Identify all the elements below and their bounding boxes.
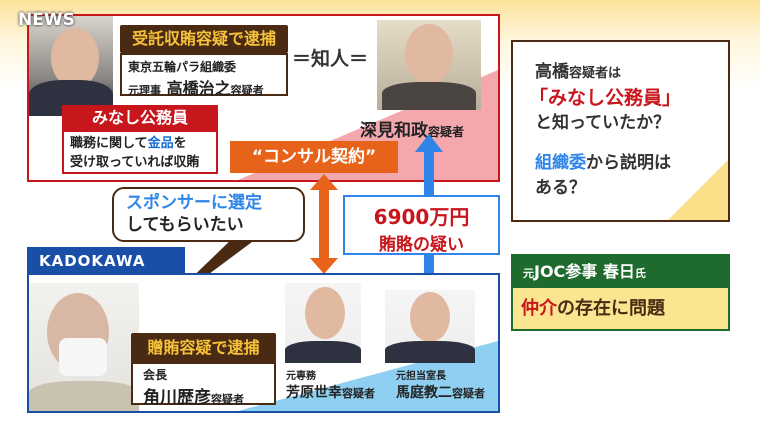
takahashi-arrest-label: 受託収賄容疑で逮捕 <box>120 25 288 53</box>
fukami-photo <box>377 20 481 110</box>
takahashi-name: 高橋治之 <box>166 79 231 98</box>
takahashi-info: 東京五輪パラ組織委 元理事 高橋治之容疑者 <box>120 53 288 98</box>
kadokawa-tab: KADOKAWA <box>27 247 185 275</box>
fukami-name: 深見和政容疑者 <box>360 121 465 141</box>
kadokawa-info: 会長 角川歴彦容疑者 <box>131 362 276 408</box>
consul-contract-label: “コンサル契約” <box>230 141 398 173</box>
takahashi-prefix: 元理事 <box>128 84 161 97</box>
bribe-amount-box: 6900万円 賄賂の疑い <box>343 195 500 255</box>
maniwa-info: 元担当室長 馬庭教二容疑者 <box>396 371 485 401</box>
minashi-title: みなし公務員 <box>62 105 218 131</box>
kadokawa-arrest-label: 贈賄容疑で逮捕 <box>131 333 276 363</box>
maniwa-photo <box>385 290 475 363</box>
yoshihara-photo <box>285 283 361 363</box>
minashi-desc: 職務に関して金品を 受け取っていれば収賄 <box>62 130 218 174</box>
takahashi-photo <box>29 16 113 116</box>
news-logo: NEWS <box>18 10 75 30</box>
speech-bubble: スポンサーに選定 してもらいたい <box>112 187 305 242</box>
yoshihara-info: 元専務 芳原世幸容疑者 <box>286 371 375 401</box>
takahashi-org: 東京五輪パラ組織委 <box>128 60 237 74</box>
question-box: 高橋容疑者は 「みなし公務員」 と知っていたか？ 組織委から説明は ある？ <box>511 40 730 222</box>
joc-box: 元JOC参事 春日氏 仲介の存在に問題 <box>511 254 730 331</box>
acquaintance-label: ＝知人＝ <box>292 48 369 70</box>
takahashi-suffix: 容疑者 <box>230 84 264 97</box>
kadokawa-photo <box>29 283 139 411</box>
double-arrow-icon <box>310 174 338 274</box>
